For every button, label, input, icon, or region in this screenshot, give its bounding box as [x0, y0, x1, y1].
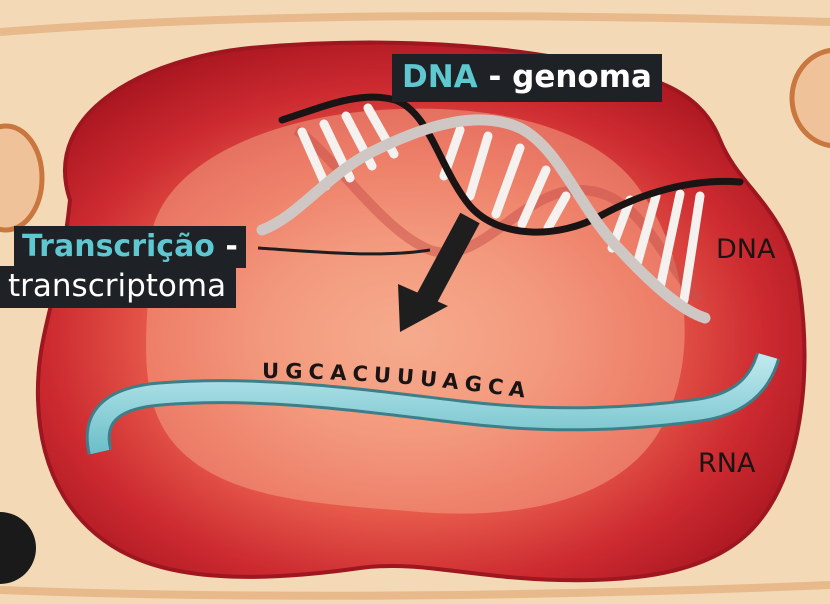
transcricao-caption-sep: - — [215, 229, 238, 264]
dna-genoma-caption-sep: - — [478, 59, 512, 95]
transcriptoma-caption: transcriptoma — [0, 266, 236, 308]
dna-genoma-caption-dna: DNA — [402, 59, 478, 95]
transcricao-caption-word: Transcrição — [22, 229, 215, 264]
transcricao-caption: Transcrição - — [14, 226, 246, 268]
rna-label: RNA — [698, 448, 756, 479]
dna-genoma-caption: DNA - genoma — [392, 54, 662, 102]
dna-genoma-caption-genoma: genoma — [512, 59, 652, 95]
dna-label: DNA — [716, 234, 776, 265]
